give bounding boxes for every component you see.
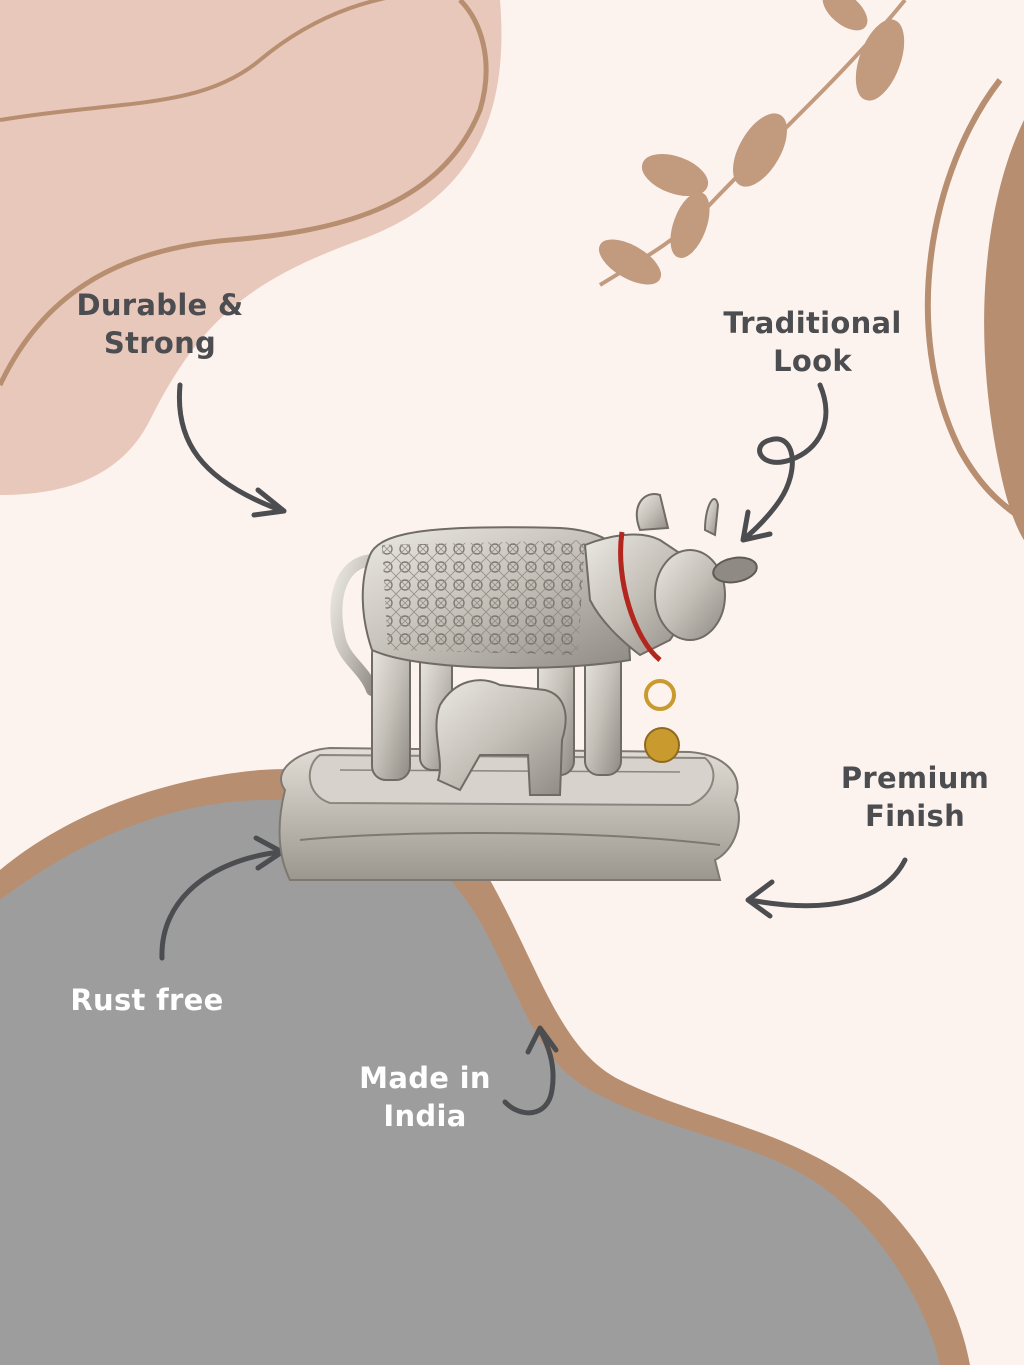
branch-icon bbox=[598, 0, 907, 287]
feature-traditional-label: Traditional Look bbox=[705, 304, 920, 380]
feature-traditional-line1: Traditional bbox=[723, 306, 902, 340]
gray-blob bbox=[0, 800, 940, 1365]
feature-traditional-line2: Look bbox=[773, 344, 852, 378]
right-arc-line bbox=[924, 78, 1024, 523]
arrow-durable-icon bbox=[176, 382, 287, 518]
feature-durable-line1: Durable & bbox=[76, 288, 244, 322]
feature-rust-line1: Rust free bbox=[70, 983, 224, 1017]
top-left-curve-line bbox=[0, 0, 386, 122]
feature-india-label: Made in India bbox=[330, 1059, 520, 1135]
feature-durable-label: Durable & Strong bbox=[60, 286, 260, 362]
cow-and-calf-figurine-icon bbox=[278, 493, 758, 881]
right-arc-fill bbox=[984, 120, 1024, 540]
feature-premium-line1: Premium bbox=[840, 761, 990, 795]
arrow-india-icon bbox=[502, 1025, 559, 1116]
feature-rust-label: Rust free bbox=[52, 981, 242, 1019]
peach-blob bbox=[0, 0, 502, 495]
feature-india-line1: Made in bbox=[359, 1061, 491, 1095]
feature-premium-label: Premium Finish bbox=[820, 759, 1010, 835]
swoosh-line bbox=[0, 0, 489, 387]
feature-india-line2: India bbox=[383, 1099, 467, 1133]
feature-premium-line2: Finish bbox=[864, 799, 966, 833]
arrow-traditional-icon bbox=[740, 382, 829, 543]
feature-durable-line2: Strong bbox=[103, 326, 217, 360]
arrow-premium-icon bbox=[745, 857, 908, 919]
